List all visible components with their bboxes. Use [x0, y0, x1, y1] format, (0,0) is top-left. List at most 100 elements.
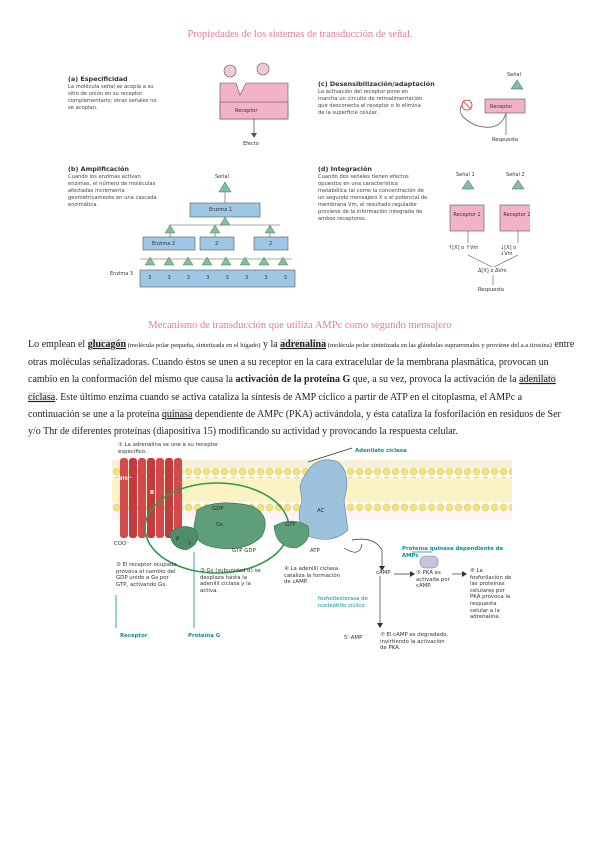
enzyme3-box: 3 [148, 275, 152, 281]
panel-d-eff1: ↑[X] o ↑Vm [448, 245, 479, 251]
enzyme3-box: 3 [167, 275, 171, 281]
para-quinasa: quinasa [161, 408, 193, 420]
panel-b-label: (b) Amplificación [68, 165, 129, 173]
signal-triangles [144, 216, 289, 266]
panel-c-response: Respuesta [492, 137, 518, 143]
enzyme3-box: 3 [186, 275, 191, 281]
panel-c-text: La activación del receptor pone en march… [318, 89, 423, 116]
mech-gdp: GDP [212, 506, 224, 512]
para-s8: dependiente de AMPc (PKA) activándola, y… [28, 408, 561, 438]
panel-a-effect: Efecto [243, 141, 259, 147]
mech-receptor-label: Receptor [120, 633, 148, 639]
mech-gtp: GTP [285, 522, 296, 528]
signal-triangle [182, 256, 194, 266]
panel-b-enzyme1: Enzima 1 [209, 207, 233, 213]
gs-active-shape [273, 520, 310, 549]
mech-step7: ⑦ El cAMP es degradado, invirtiendo la a… [380, 632, 449, 652]
panel-d-receptor1: Receptor 1 [453, 212, 481, 218]
enzyme3-box: 3 [264, 275, 268, 281]
para-proteinag: activación de la proteína G [235, 374, 351, 386]
panel-b-enzyme2: Enzima 2 [152, 241, 176, 247]
mech-gs: Gs [216, 522, 223, 528]
panel-d-eff2: ↓[X] o ↓Vm [500, 245, 517, 257]
signal-triangle [258, 256, 270, 266]
panel-d-label: (d) Integración [318, 165, 372, 173]
desensitization-diagram [459, 79, 526, 135]
signal-triangle [220, 256, 232, 266]
mech-pka-label: Proteína quinasa dependiente de AMPc [402, 546, 504, 559]
enzyme3-box: 3 [244, 275, 249, 281]
top-title: Propiedades de los sistemas de transducc… [187, 29, 413, 40]
mech-step6: ⑥ La fosforilación de las proteínas celu… [470, 568, 512, 621]
mech-adenyl-label: Adenilato ciclasa [355, 448, 407, 454]
mech-step4: ④ La adenilil ciclasa cataliza la formac… [284, 566, 341, 586]
panel-b-row3: 3 3 3 3 3 3 3 3 [140, 275, 295, 281]
mech-beta: β [176, 536, 180, 542]
mech-gamma: γ [188, 540, 192, 546]
panel-d-net: Δ[X] o ΔVm [478, 268, 507, 274]
panel-b-enzyme3: Enzima 3 [110, 271, 134, 277]
mech-step2: ② El receptor ocupado provoca el cambio … [116, 562, 177, 588]
para-adrenalina: adrenalina [280, 339, 327, 350]
signal-triangle [164, 224, 176, 234]
para-s4: (molécula polar sintetizada en las glánd… [326, 342, 552, 349]
panel-d-receptor2: Receptor 2 [503, 212, 531, 218]
mechanism-paragraph: Lo emplean el glucagón (molécula polar p… [28, 336, 576, 440]
panel-b-text: Cuando los enzimas activan enzimas, el n… [68, 174, 157, 208]
signal-triangle [264, 224, 276, 234]
signal-triangle [219, 216, 231, 226]
signal-triangle [201, 256, 213, 266]
signal-triangle [163, 256, 175, 266]
camp-mechanism-svg [112, 447, 512, 628]
panel-a-label: (a) Especificidad [68, 75, 128, 83]
panel-a-text: La molécula señal se acopla a su sitio d… [68, 84, 157, 111]
mech-protg-label: Proteína G [188, 633, 221, 639]
amplification-cascade [139, 181, 296, 288]
panel-d-response: Respuesta [478, 287, 504, 293]
gs-protein-shape [193, 502, 266, 550]
enzyme3-box: 3 [283, 275, 287, 281]
mech-amp: 5'-AMP [344, 635, 363, 641]
mech-step3: ③ Gs (subunidad α) se desplaza hasta la … [200, 568, 261, 594]
mech-b: B [150, 490, 155, 496]
properties-figure-svg [139, 62, 535, 288]
signal-triangle [239, 256, 251, 266]
panel-a-receptor: Receptor [235, 108, 258, 114]
mech-step1: ① La adrenalina se une a su receptor esp… [118, 442, 219, 455]
para-s2: (molécula polar pequeña, sintetizada en … [126, 342, 261, 349]
panel-d-signal1: Señal 1 [456, 172, 475, 178]
receptor-helices [120, 458, 182, 538]
panel-b-box2a: 2 [215, 241, 219, 247]
enzyme3-box: 3 [206, 275, 210, 281]
camp-mechanism-figure: ① La adrenalina se une a su receptor esp… [112, 440, 512, 665]
panel-d-text: Cuando dos señales tienen efectos opuest… [318, 174, 428, 222]
signal-triangle [209, 224, 221, 234]
para-s3: y la [260, 339, 281, 350]
mech-atp: ATP [310, 548, 320, 554]
mech-nh3: NH₃⁺ [118, 476, 133, 482]
pka-shape [419, 555, 439, 569]
para-s1: Lo emplean el [28, 339, 88, 350]
mech-step5: ⑤ PKA es activada por cAMP. [416, 570, 450, 590]
panel-b-box2b: 2 [269, 241, 273, 247]
panel-c-label: (c) Desensibilización/adaptación [318, 80, 435, 88]
mech-pde: fosfodiesterasa de nucleótido cíclico [318, 596, 368, 609]
mech-coo: COO⁻ [114, 541, 130, 547]
mech-camp: cAMP [376, 570, 391, 576]
signal-triangle [277, 256, 289, 266]
mechanism-title: Mecanismo de transducción que utiliza AM… [148, 320, 452, 331]
panel-c-receptor: Receptor [490, 104, 513, 110]
integration-diagram [449, 179, 535, 285]
specificity-diagram [219, 62, 289, 138]
para-s7: . Este último enzima cuando se activa ca… [28, 391, 523, 420]
para-s6: que, a su vez, provoca la activación de … [350, 374, 520, 386]
para-s5: entre otras moléculas señalizadoras. Cua… [28, 339, 575, 386]
properties-figure: (a) Especificidad La molécula señal se a… [60, 55, 535, 300]
panel-b-signal: Señal [215, 174, 229, 180]
gs-beta-gamma [169, 526, 198, 551]
enzyme3-box: 3 [225, 275, 229, 281]
para-glucagon: glucagón [87, 339, 127, 350]
panel-d-signal2: Señal 2 [506, 172, 525, 178]
mech-ac: AC [317, 508, 325, 514]
panel-c-signal: Señal [507, 72, 521, 78]
